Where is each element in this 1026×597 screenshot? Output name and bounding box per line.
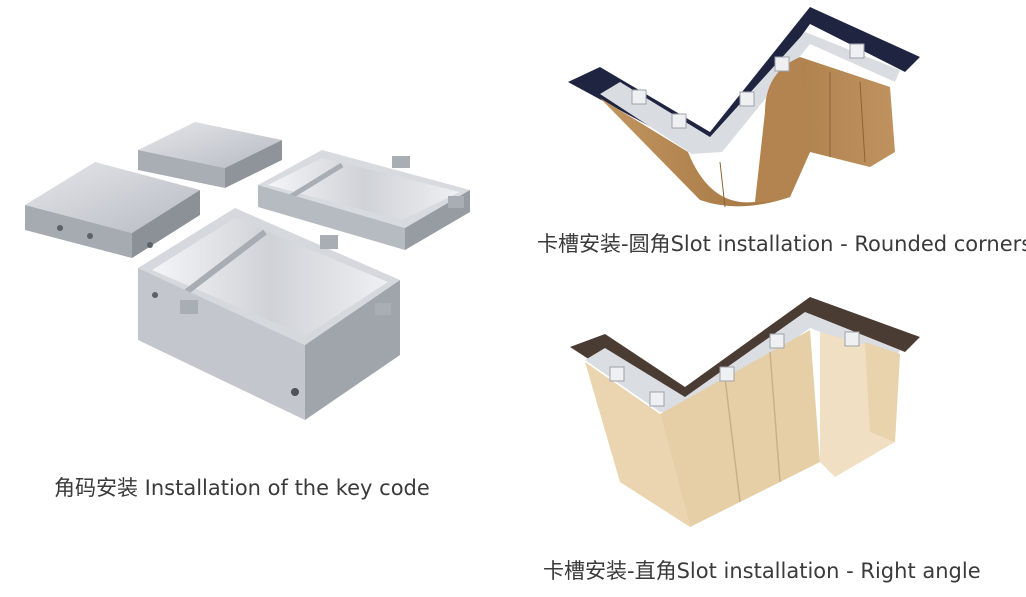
right-angle-illustration <box>570 297 920 527</box>
rounded-corner-caption: 卡槽安装-圆角Slot installation - Rounded corne… <box>537 232 1026 256</box>
flat-panel-top <box>138 122 282 188</box>
open-tray-front <box>138 208 400 420</box>
open-tray-back <box>258 150 470 250</box>
flat-panel-left <box>25 162 200 258</box>
right-angle-caption: 卡槽安装-直角Slot installation - Right angle <box>543 559 981 583</box>
aluminum-panels-illustration <box>25 122 470 420</box>
key-code-caption: 角码安装 Installation of the key code <box>54 476 430 500</box>
key-code-panel <box>20 110 490 440</box>
right-angle-panel <box>565 292 925 532</box>
rounded-corner-panel <box>560 2 930 212</box>
rounded-corner-illustration <box>568 7 920 208</box>
